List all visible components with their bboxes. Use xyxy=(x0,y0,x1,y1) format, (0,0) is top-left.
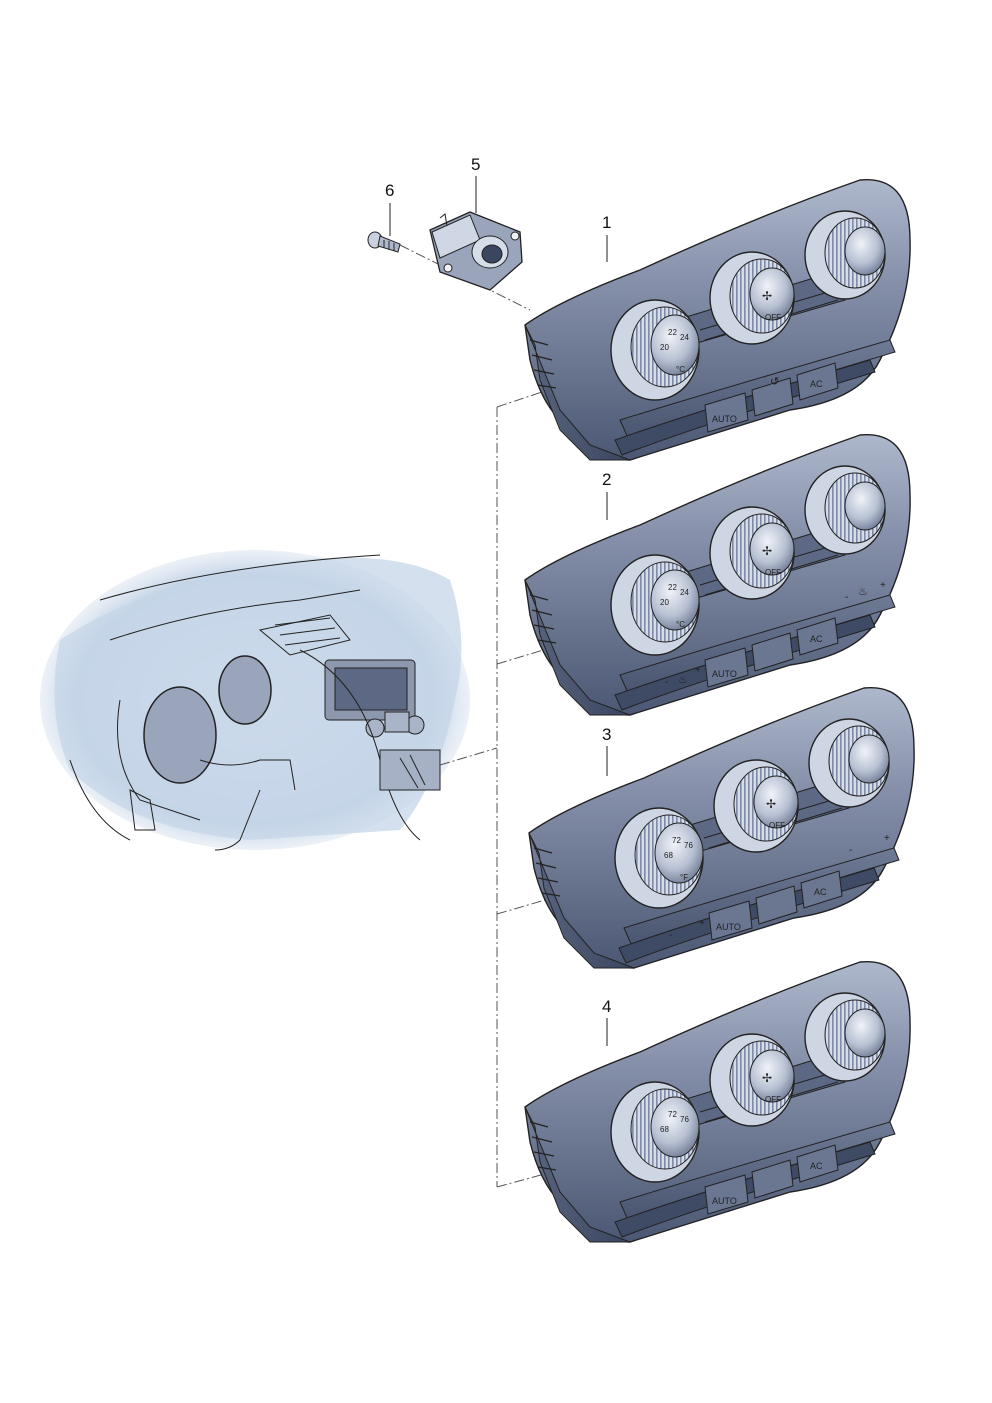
callout-5: 5 xyxy=(471,155,480,174)
svg-text:20: 20 xyxy=(660,598,669,607)
svg-text:AUTO: AUTO xyxy=(712,1196,737,1206)
svg-text:24: 24 xyxy=(680,588,689,597)
callout-4: 4 xyxy=(602,997,611,1016)
svg-text:-: - xyxy=(845,592,848,603)
svg-text:OFF: OFF xyxy=(769,821,785,830)
fan-icon: ✢ xyxy=(762,544,772,558)
svg-text:+: + xyxy=(884,833,890,844)
svg-text:-: - xyxy=(665,677,668,688)
svg-text:76: 76 xyxy=(680,1115,689,1124)
svg-text:72: 72 xyxy=(672,836,681,845)
sensor-part xyxy=(429,211,523,291)
fan-icon: ✢ xyxy=(766,797,776,811)
panel-2-labels: AUTO AC OFF 20 22 24 °C - + - + ✢ ♨ ♨ xyxy=(660,544,886,688)
callout-2: 2 xyxy=(602,470,611,489)
svg-text:-: - xyxy=(849,845,852,856)
svg-text:24: 24 xyxy=(680,333,689,342)
seat-heat-icon: ♨ xyxy=(678,674,688,686)
svg-text:AC: AC xyxy=(810,634,823,644)
auto-button-label: AUTO xyxy=(712,414,737,424)
callout-6: 6 xyxy=(385,181,394,200)
svg-text:AC: AC xyxy=(810,1161,823,1171)
svg-text:°C: °C xyxy=(676,620,685,629)
off-label: OFF xyxy=(765,313,781,322)
svg-text:+: + xyxy=(695,665,701,676)
callouts: 1 2 3 4 5 6 xyxy=(385,155,611,1046)
svg-text:68: 68 xyxy=(664,851,673,860)
svg-text:AUTO: AUTO xyxy=(716,922,741,932)
svg-text:+: + xyxy=(880,580,886,591)
svg-text:-: - xyxy=(669,930,672,941)
svg-text:68: 68 xyxy=(660,1125,669,1134)
svg-text:OFF: OFF xyxy=(765,1095,781,1104)
ac-button-label: AC xyxy=(810,379,823,389)
panel-1-labels: AUTO AC OFF 20 22 24 °C ✢ ↺ xyxy=(660,289,823,424)
fan-icon: ✢ xyxy=(762,1071,772,1085)
svg-text:AUTO: AUTO xyxy=(712,669,737,679)
recirculation-icon: ↺ xyxy=(770,376,779,388)
svg-text:72: 72 xyxy=(668,1110,677,1119)
svg-text:°F: °F xyxy=(680,873,688,882)
fan-icon: ✢ xyxy=(762,289,772,303)
screw-part xyxy=(367,231,401,253)
svg-text:AC: AC xyxy=(814,887,827,897)
callout-3: 3 xyxy=(602,725,611,744)
climate-panel-1 xyxy=(524,178,911,461)
dashboard-illustration xyxy=(40,550,470,851)
svg-text:OFF: OFF xyxy=(765,568,781,577)
svg-text:76: 76 xyxy=(684,841,693,850)
seat-heat-icon: ♨ xyxy=(858,586,868,598)
svg-text:+: + xyxy=(699,918,705,929)
svg-text:20: 20 xyxy=(660,343,669,352)
svg-text:22: 22 xyxy=(668,583,677,592)
panel-4-labels: AUTO AC OFF 68 72 76 ✢ xyxy=(660,1071,823,1206)
panel-3-labels: AUTO AC OFF 68 72 76 °F - + - + ✢ xyxy=(664,797,890,941)
callout-1: 1 xyxy=(602,213,611,232)
svg-text:°C: °C xyxy=(676,365,685,374)
svg-text:22: 22 xyxy=(668,328,677,337)
